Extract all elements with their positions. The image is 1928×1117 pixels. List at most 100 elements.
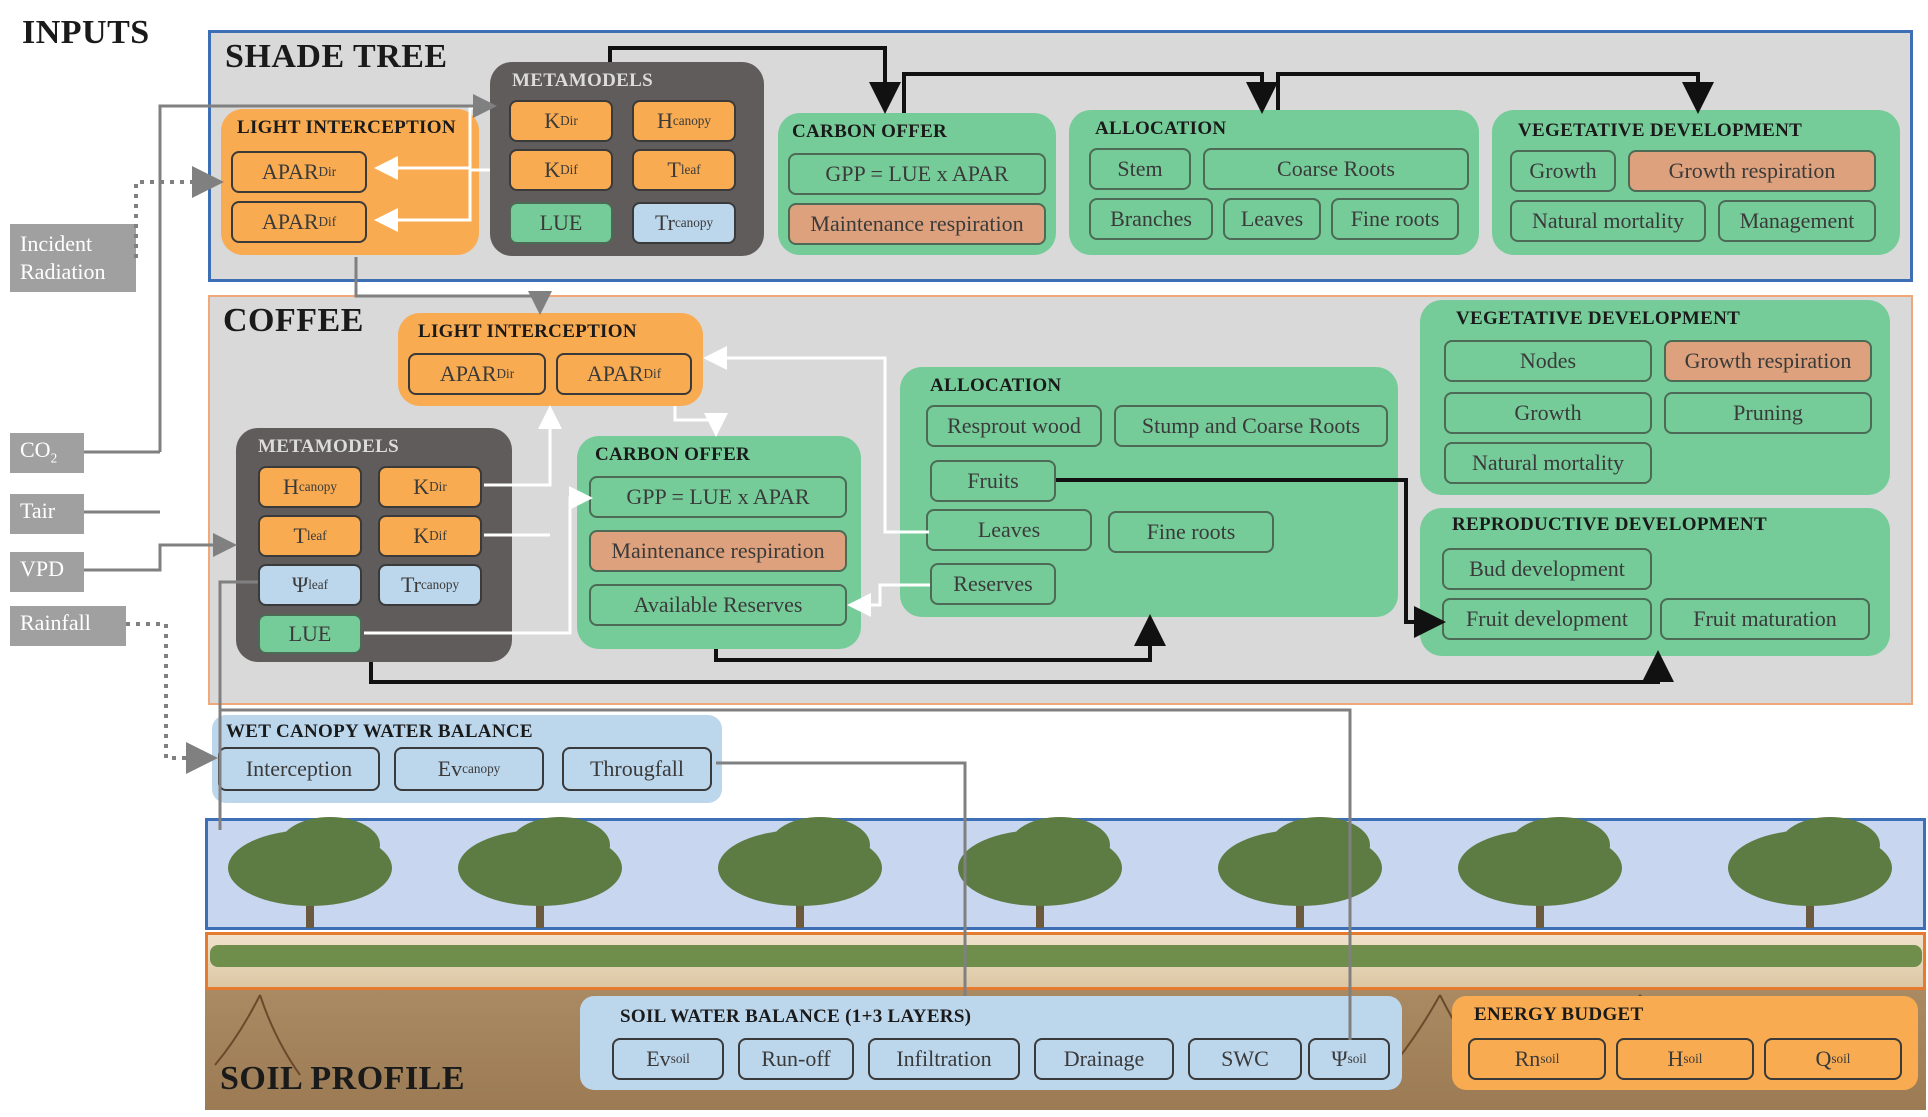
coffee-row-icon	[210, 945, 1922, 967]
input-tair: Tair	[10, 494, 84, 534]
coffee-vegetative-title: VEGETATIVE DEVELOPMENT	[1456, 308, 1741, 329]
shade-vegetative-title: VEGETATIVE DEVELOPMENT	[1518, 120, 1803, 141]
coffee-available-reserves-box: Available Reserves	[589, 584, 847, 626]
tree-icon	[1458, 817, 1622, 928]
coffee-reserves-box: Reserves	[930, 563, 1056, 605]
input-co2: CO2	[10, 433, 84, 473]
shade-allocation-title: ALLOCATION	[1095, 118, 1227, 139]
runoff-box: Run-off	[738, 1038, 854, 1080]
tree-icon	[958, 817, 1122, 928]
shade-fine-roots-box: Fine roots	[1331, 198, 1459, 240]
energy-budget-title: ENERGY BUDGET	[1474, 1004, 1644, 1025]
coffee-reproductive: REPRODUCTIVE DEVELOPMENT Bud development…	[1420, 508, 1890, 656]
coffee-metamodels-title: METAMODELS	[258, 436, 399, 457]
coffee-carbon-offer-title: CARBON OFFER	[595, 444, 751, 465]
shade-leaves-box: Leaves	[1223, 198, 1321, 240]
coffee-fruit-maturation-box: Fruit maturation	[1660, 598, 1870, 640]
shade-metamodels-title: METAMODELS	[512, 70, 653, 91]
arrow-rainfall-to-wet-canopy	[126, 622, 218, 774]
tree-icon	[458, 817, 622, 928]
tree-icon	[1218, 817, 1382, 928]
coffee-light-interception-title: LIGHT INTERCEPTION	[418, 321, 637, 342]
shade-management-box: Management	[1718, 200, 1876, 242]
coffee-title: COFFEE	[223, 302, 364, 339]
coffee-allocation: ALLOCATION Resprout wood Stump and Coars…	[900, 367, 1398, 617]
tree-icon	[1728, 817, 1892, 928]
arrow-carbon-to-allocation	[902, 72, 1278, 114]
wet-canopy-title: WET CANOPY WATER BALANCE	[226, 721, 533, 742]
wet-canopy-water-balance: WET CANOPY WATER BALANCE Interception Ev…	[212, 715, 722, 803]
line-wet-canopy-to-psi-leaf	[218, 580, 258, 830]
shade-growth-box: Growth	[1510, 150, 1616, 192]
shade-light-interception-title: LIGHT INTERCEPTION	[237, 117, 456, 138]
tree-icon	[718, 817, 882, 928]
shade-natural-mortality-box: Natural mortality	[1510, 200, 1706, 242]
coffee-fine-roots-box: Fine roots	[1108, 511, 1274, 553]
arrow-apar-to-carbon	[673, 406, 728, 437]
coffee-leaves-box: Leaves	[926, 509, 1092, 551]
soil-water-title: SOIL WATER BALANCE (1+3 LAYERS)	[620, 1006, 972, 1027]
line-psi-soil-up	[220, 708, 1352, 1040]
arrow-fruits-to-fruit-development	[1056, 478, 1446, 638]
arrow-kdir-to-apar-dir	[374, 106, 490, 180]
shade-branches-box: Branches	[1089, 198, 1213, 240]
arrow-reserves-to-allocation	[714, 614, 1166, 662]
shade-maintenance-box: Maintenance respiration	[788, 203, 1046, 245]
shade-vegetative: VEGETATIVE DEVELOPMENT Growth Growth res…	[1492, 110, 1900, 255]
shade-growth-respiration-box: Growth respiration	[1628, 150, 1876, 192]
coffee-lue-box: LUE	[258, 614, 362, 654]
coffee-allocation-title: ALLOCATION	[930, 375, 1062, 396]
shade-coarse-roots-box: Coarse Roots	[1203, 148, 1469, 190]
arrow-metamodels-to-carbon	[608, 46, 901, 114]
swc-box: SWC	[1188, 1038, 1302, 1080]
input-rainfall: Rainfall	[10, 606, 126, 646]
inputs-title: INPUTS	[22, 14, 150, 51]
shade-carbon-offer: CARBON OFFER GPP = LUE x APAR Maintenanc…	[778, 113, 1056, 255]
drainage-box: Drainage	[1034, 1038, 1174, 1080]
coffee-bud-box: Bud development	[1442, 548, 1652, 590]
coffee-nodes-box: Nodes	[1444, 340, 1652, 382]
arrow-leaves-to-apar	[703, 346, 929, 534]
coffee-resprout-wood-box: Resprout wood	[926, 405, 1102, 447]
infiltration-box: Infiltration	[868, 1038, 1020, 1080]
coffee-fruits-box: Fruits	[930, 460, 1056, 502]
arrow-lue-to-reproductive	[369, 650, 1674, 684]
input-vpd: VPD	[10, 552, 84, 592]
coffee-growth-respiration-box: Growth respiration	[1664, 340, 1872, 382]
coffee-stump-box: Stump and Coarse Roots	[1114, 405, 1388, 447]
arrow-coffee-kdir-to-apar	[484, 405, 562, 487]
coffee-gpp-box: GPP = LUE x APAR	[589, 476, 847, 518]
shade-tree-title: SHADE TREE	[225, 38, 448, 75]
incident-radiation-label: Incident Radiation	[20, 231, 106, 284]
arrow-inputs-to-coffee-metamodels	[84, 533, 237, 572]
shade-lue-box: LUE	[509, 202, 613, 244]
througfall-box: Througfall	[562, 747, 712, 791]
input-incident-radiation: Incident Radiation	[10, 224, 136, 292]
shade-gpp-box: GPP = LUE x APAR	[788, 153, 1046, 195]
arrow-co2-to-shade-metamodels	[158, 94, 497, 452]
coffee-vegetative: VEGETATIVE DEVELOPMENT Nodes Growth resp…	[1420, 300, 1890, 495]
